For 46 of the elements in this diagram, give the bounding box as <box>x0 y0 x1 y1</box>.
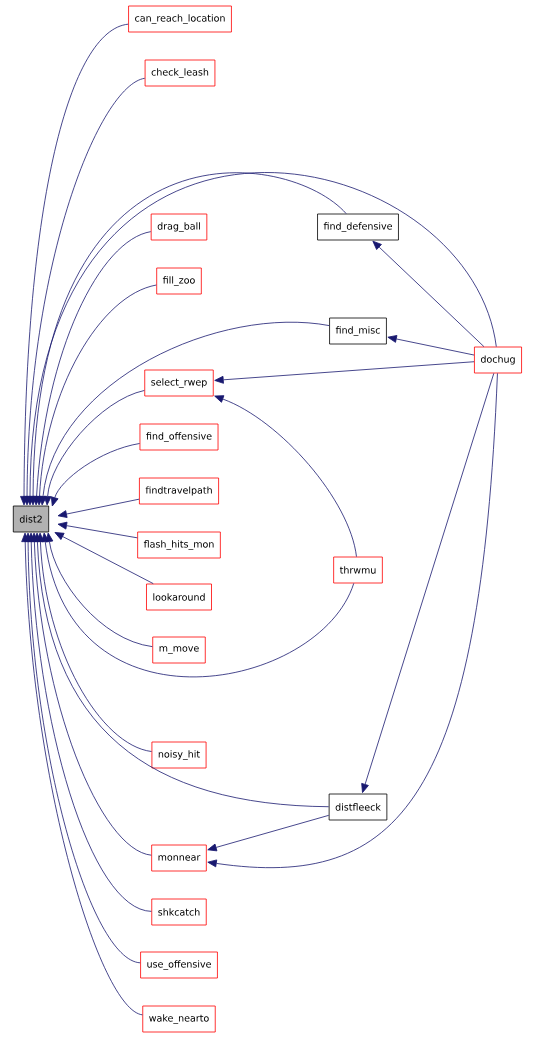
arrow <box>35 284 157 506</box>
arrow <box>27 532 152 912</box>
arrow <box>32 231 152 506</box>
function-box: wake_nearto <box>142 1005 216 1033</box>
function-box: distfleeck <box>328 793 388 821</box>
function-box: fill_zoo <box>156 267 202 295</box>
arrow <box>387 335 475 356</box>
arrow <box>207 373 498 868</box>
arrow <box>26 172 497 506</box>
arrow <box>41 532 355 678</box>
arrow <box>45 532 153 648</box>
arrow <box>33 532 330 808</box>
arrow <box>207 814 330 852</box>
arrow <box>361 373 495 793</box>
function-box: m_move <box>152 636 206 664</box>
function-box: can_reach_location <box>128 5 232 33</box>
function-box: find_offensive <box>139 423 219 451</box>
function-box: lookaround <box>146 583 212 611</box>
arrow <box>36 532 152 752</box>
function-box: dist2 <box>12 505 50 533</box>
arrow <box>43 390 145 506</box>
function-box: find_defensive <box>317 213 399 241</box>
function-box: find_misc <box>329 317 387 345</box>
function-box: check_leash <box>144 59 216 87</box>
function-box: flash_hits_mon <box>137 531 221 559</box>
function-box: select_rwep <box>144 369 214 397</box>
arrow <box>29 172 347 506</box>
function-box: findtravelpath <box>139 477 219 505</box>
arrow <box>214 361 475 384</box>
arrow <box>57 498 140 518</box>
arrow <box>50 443 140 507</box>
function-box: shkcatch <box>151 898 207 926</box>
function-box: drag_ball <box>150 213 208 241</box>
arrow <box>54 532 154 584</box>
arrow <box>39 322 330 506</box>
function-box: monnear <box>151 844 207 872</box>
function-box: dochug <box>474 346 522 374</box>
arrow <box>372 240 485 347</box>
function-box: noisy_hit <box>151 741 207 769</box>
arrow <box>20 23 129 506</box>
arrow <box>57 521 138 539</box>
arrow <box>214 395 357 557</box>
function-box: use_offensive <box>140 951 218 979</box>
arrow <box>30 532 152 856</box>
function-box: thrwmu <box>333 556 383 584</box>
arrow <box>23 77 146 506</box>
